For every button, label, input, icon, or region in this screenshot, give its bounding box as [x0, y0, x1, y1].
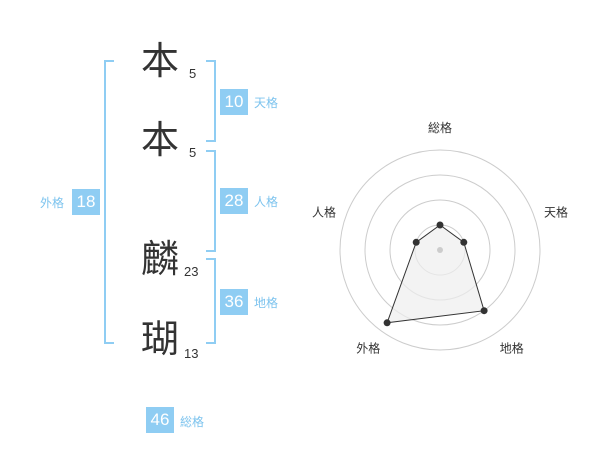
radar-point-1: [460, 238, 468, 246]
stroke-count-2: 5: [189, 145, 197, 160]
radar-points: [383, 221, 488, 327]
tenkaku-label: 天格: [254, 96, 279, 110]
stroke-count-1: 5: [189, 66, 197, 81]
tenkaku-value: 10: [220, 89, 248, 115]
radar-point-3: [383, 319, 391, 327]
name-char-4: 瑚: [140, 317, 179, 361]
name-char-3: 麟: [140, 237, 179, 281]
radar-axis-label-4: 人格: [312, 204, 336, 219]
radar-point-0: [436, 221, 444, 229]
gaikaku-value: 18: [72, 189, 100, 215]
name-char-1: 本: [140, 39, 179, 83]
stroke-count-4: 13: [184, 346, 199, 361]
radar-point-2: [480, 307, 488, 315]
radar-axis-label-2: 地格: [500, 341, 524, 356]
chikaku-bracket: [206, 258, 216, 344]
jinkaku-label: 人格: [254, 195, 279, 209]
gaikaku-label: 外格: [40, 196, 65, 210]
soukaku-value: 46: [146, 407, 174, 433]
radar-ring-4: [339, 149, 541, 351]
radar-point-4: [412, 238, 420, 246]
tenkaku-bracket: [206, 60, 216, 142]
radar-center-dot: [437, 247, 443, 253]
radar-axis-label-1: 天格: [544, 204, 568, 219]
name-char-2: 本: [140, 118, 179, 162]
gaikaku-bracket: [104, 60, 114, 344]
jinkaku-value: 28: [220, 188, 248, 214]
stroke-count-3: 23: [184, 264, 199, 279]
radar-axis-label-3: 外格: [356, 341, 380, 356]
soukaku-label: 総格: [180, 415, 205, 429]
jinkaku-bracket: [206, 150, 216, 252]
radar-polygon: [386, 224, 485, 324]
chikaku-value: 36: [220, 289, 248, 315]
chikaku-label: 地格: [254, 296, 279, 310]
radar-ring-3: [364, 174, 516, 326]
radar-axis-label-0: 総格: [428, 120, 452, 135]
